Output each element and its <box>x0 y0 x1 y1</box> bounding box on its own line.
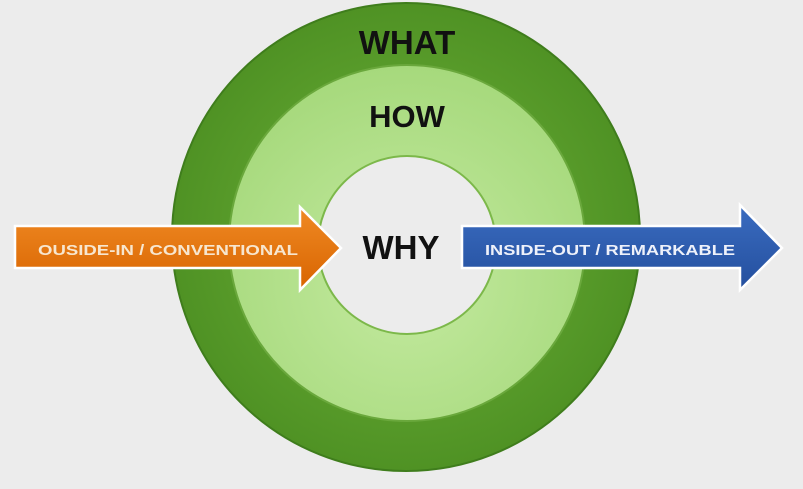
inside-out-arrow: INSIDE-OUT / REMARKABLE <box>460 201 784 294</box>
why-label: WHY <box>363 229 440 266</box>
how-label: HOW <box>369 99 446 134</box>
what-label: WHAT <box>359 24 456 61</box>
outside-in-arrow: OUSIDE-IN / CONVENTIONAL <box>13 203 343 294</box>
inside-out-label: INSIDE-OUT / REMARKABLE <box>485 242 735 259</box>
outside-in-label: OUSIDE-IN / CONVENTIONAL <box>38 242 298 259</box>
